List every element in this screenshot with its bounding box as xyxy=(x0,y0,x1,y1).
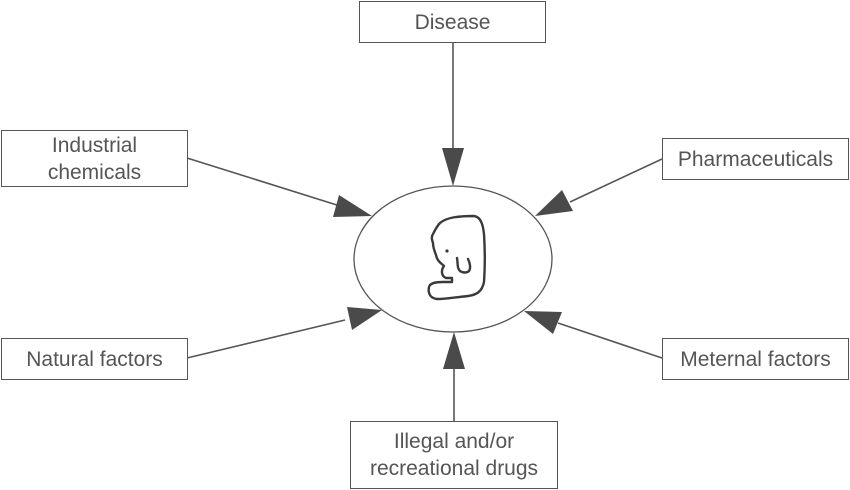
node-label: Pharmaceuticals xyxy=(677,147,834,171)
edge-natural-factors xyxy=(186,319,346,359)
node-natural-factors: Natural factors xyxy=(1,338,188,380)
node-illegal-recreational-drugs: Illegal and/or recreational drugs xyxy=(350,421,558,489)
arrowhead-illegal-recreational-drugs xyxy=(443,332,465,369)
node-label-line-2: recreational drugs xyxy=(369,457,539,480)
node-label: Natural factors xyxy=(26,347,163,371)
embryo-icon xyxy=(427,214,486,301)
node-disease: Disease xyxy=(359,1,546,43)
arrowhead-disease xyxy=(442,148,464,186)
node-label-line-2: chemicals xyxy=(47,160,142,184)
arrowhead-pharmaceuticals xyxy=(535,190,573,216)
node-label: Disease xyxy=(414,10,491,34)
node-label: Meternal factors xyxy=(680,347,831,371)
edge-meternal-factors xyxy=(557,322,663,359)
edge-industrial-chemicals xyxy=(186,157,341,207)
embryo-ellipse xyxy=(353,185,553,333)
arrowhead-industrial-chemicals xyxy=(333,195,372,217)
node-label-line-1: Industrial xyxy=(51,133,138,157)
edge-pharmaceuticals xyxy=(569,158,663,203)
arrowhead-natural-factors xyxy=(347,307,382,330)
arrowhead-meternal-factors xyxy=(524,311,562,334)
node-pharmaceuticals: Pharmaceuticals xyxy=(662,138,849,180)
node-label-line-1: Illegal and/or xyxy=(393,430,515,453)
node-meternal-factors: Meternal factors xyxy=(662,338,849,380)
node-industrial-chemicals: Industrial chemicals xyxy=(1,130,188,187)
